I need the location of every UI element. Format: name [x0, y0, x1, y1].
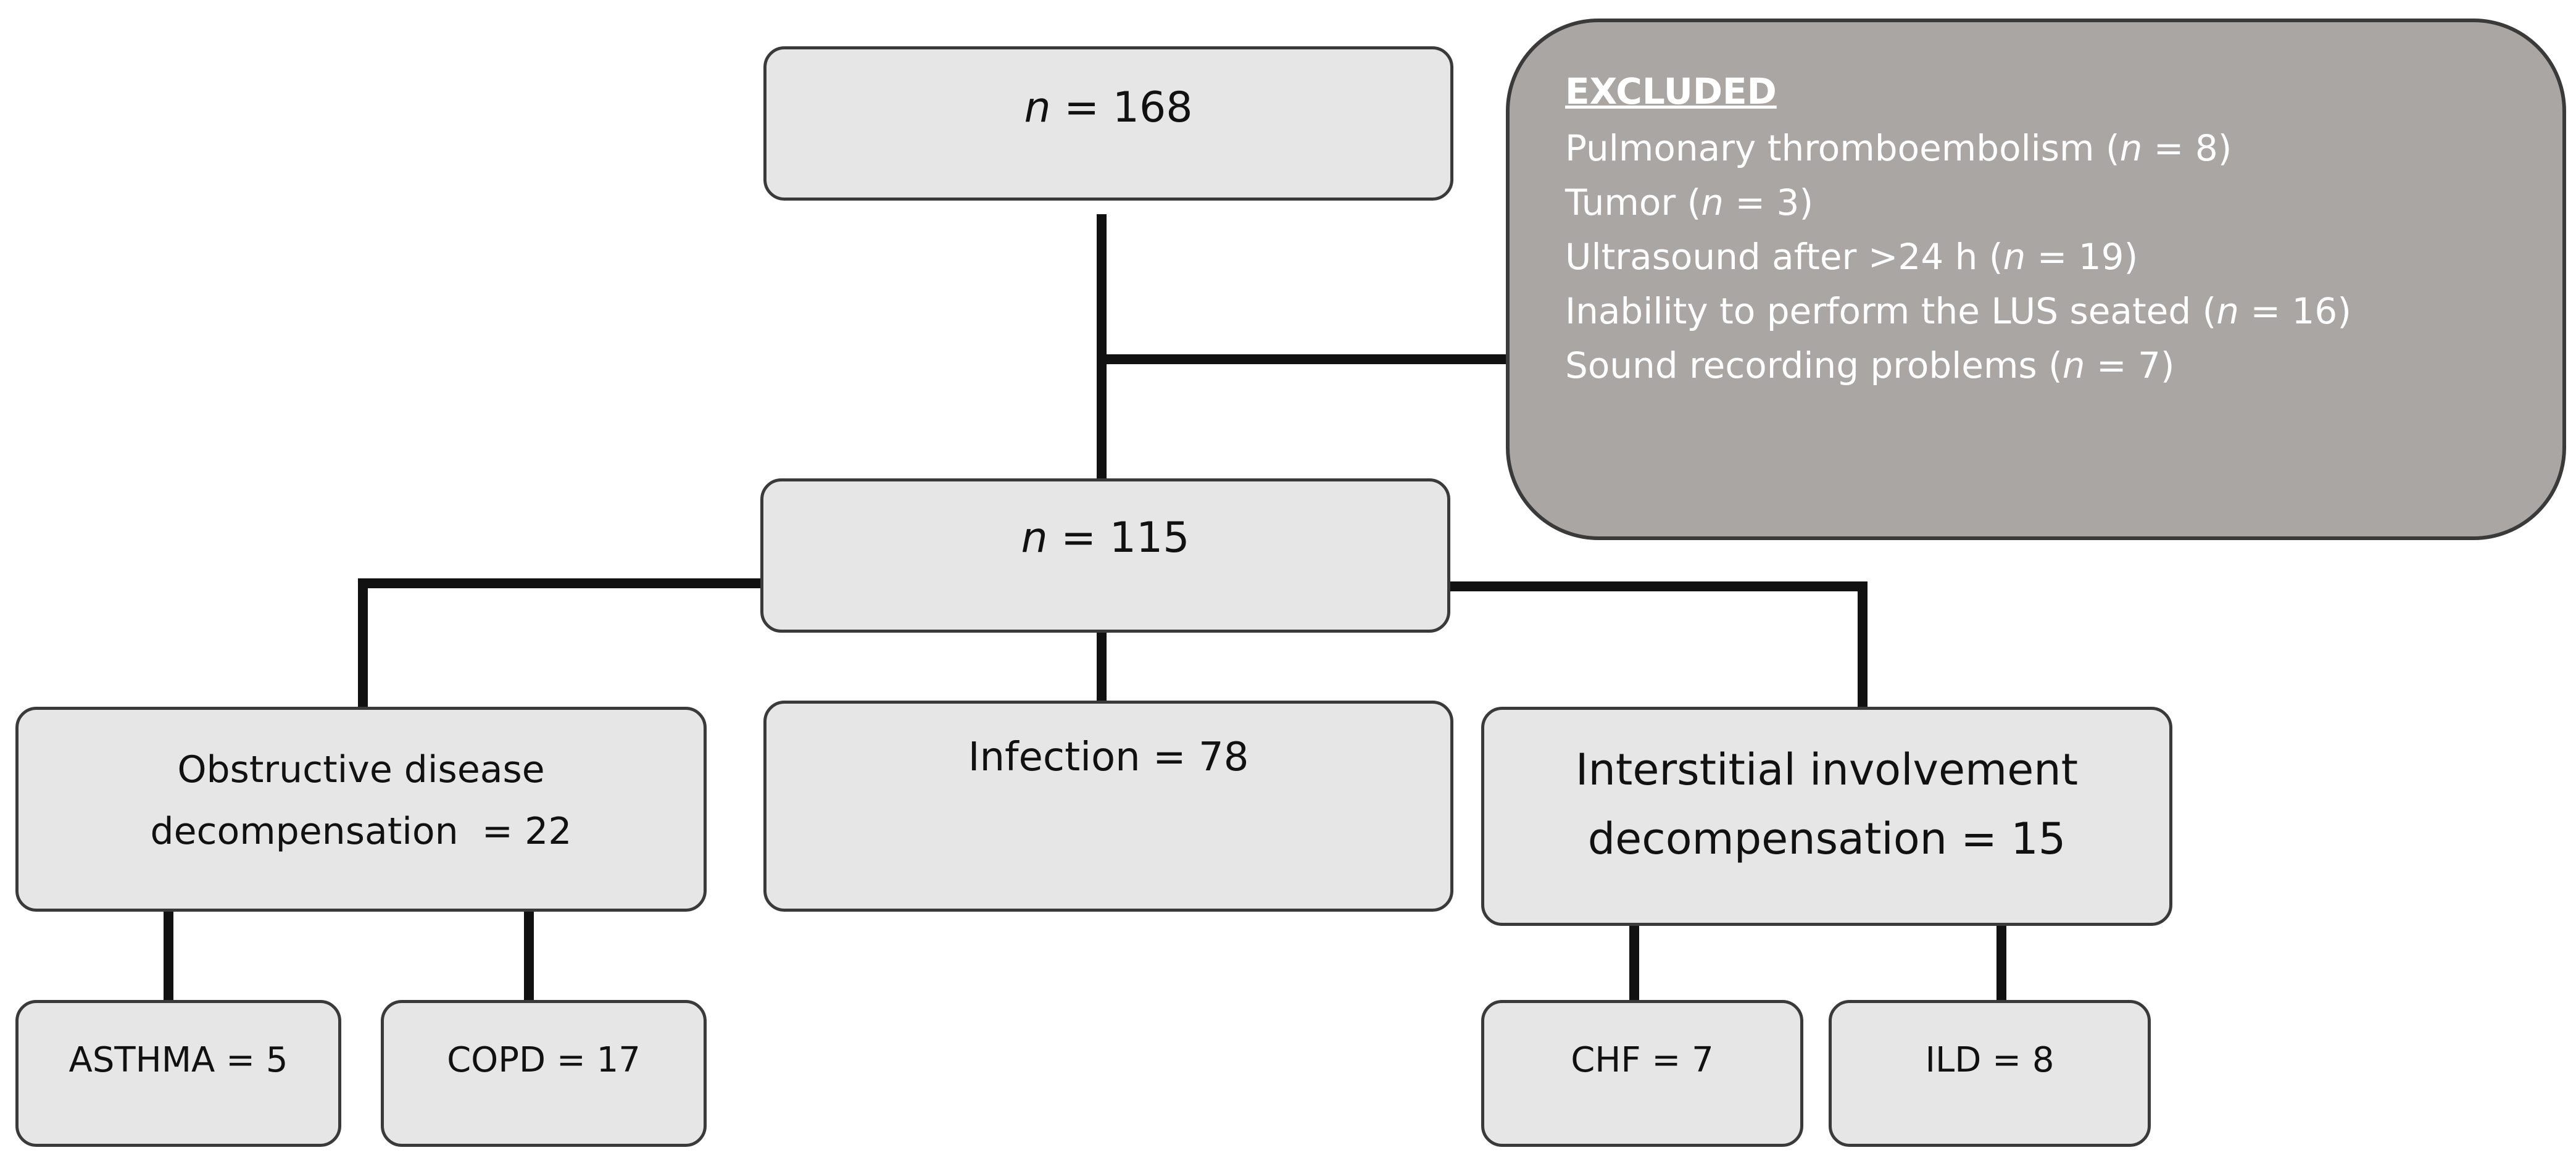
ild-label: ILD = 8 [1925, 1040, 2055, 1080]
box-ild: ILD = 8 [1829, 1000, 2151, 1147]
excluded-heading: EXCLUDED [1565, 70, 1777, 112]
chf-label: CHF = 7 [1571, 1040, 1714, 1080]
included-n-label: n = 115 [1021, 514, 1190, 562]
box-asthma: ASTHMA = 5 [15, 1000, 341, 1147]
box-total-n: n = 168 [763, 46, 1453, 201]
n-symbol: n [1024, 83, 1051, 132]
asthma-label: ASTHMA = 5 [69, 1040, 288, 1080]
included-n-value: 115 [1109, 514, 1190, 562]
excluded-item: Sound recording problems (n = 7) [1565, 344, 2175, 386]
excluded-item: Tumor (n = 3) [1565, 181, 1814, 223]
infection-label: Infection = 78 [968, 735, 1249, 780]
n-symbol: n [1021, 514, 1048, 562]
interstitial-line1: Interstitial involvement [1575, 744, 2079, 795]
excluded-box: EXCLUDED Pulmonary thromboembolism (n = … [1506, 19, 2566, 540]
box-copd: COPD = 17 [381, 1000, 707, 1147]
copd-label: COPD = 17 [447, 1040, 641, 1080]
interstitial-line2: decompensation = 15 [1587, 814, 2066, 864]
excluded-item: Pulmonary thromboembolism (n = 8) [1565, 127, 2232, 169]
obstructive-line1: Obstructive disease [177, 748, 545, 791]
box-chf: CHF = 7 [1481, 1000, 1803, 1147]
total-n-label: n = 168 [1024, 83, 1193, 132]
obstructive-line2: decompensation = 22 [150, 810, 572, 853]
box-included-n: n = 115 [760, 478, 1450, 633]
total-n-value: 168 [1112, 83, 1193, 132]
box-infection: Infection = 78 [763, 701, 1453, 912]
box-interstitial: Interstitial involvement decompensation … [1481, 707, 2172, 926]
box-obstructive: Obstructive disease decompensation = 22 [15, 707, 707, 912]
excluded-item: Ultrasound after >24 h (n = 19) [1565, 236, 2138, 278]
excluded-item: Inability to perform the LUS seated (n =… [1565, 290, 2351, 332]
